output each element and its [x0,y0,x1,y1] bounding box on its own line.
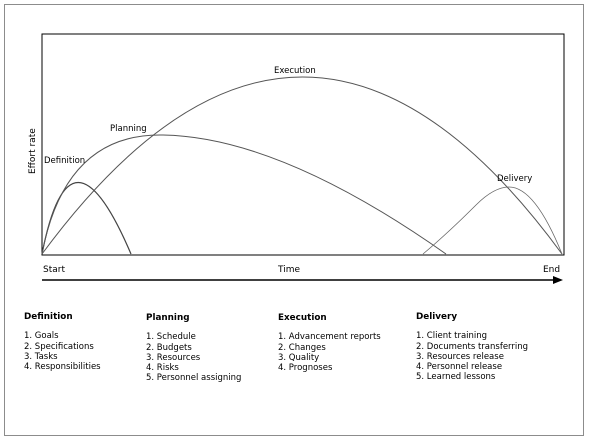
phase-item: 4. Risks [146,363,179,374]
phase-item: 3. Resources release [416,351,504,362]
phase-item: 4. Prognoses [278,363,333,374]
phase-title: Execution [278,313,327,323]
planning-curve-label: Planning [110,124,147,134]
phase-title: Delivery [416,312,458,322]
phase-item: 4. Personnel release [416,362,503,373]
phase-item: 1. Goals [24,331,59,342]
x-axis-start-label: Start [43,265,65,275]
execution-curve-label: Execution [274,66,316,76]
phase-item: 5. Learned lessons [416,372,496,383]
phase-item: 1. Client training [416,331,488,342]
phase-title: Definition [24,312,73,322]
phase-item: 2. Documents transferring [416,341,529,352]
phase-item: 4. Responsibilities [24,362,101,373]
phase-item: 1. Advancement reports [278,332,381,343]
time-arrow-head [553,276,563,284]
figure-frame [4,4,584,436]
phase-item: 3. Quality [278,352,320,363]
phase-item: 5. Personnel assigning [146,373,242,384]
execution-curve [41,76,563,255]
phase-item: 3. Resources [146,352,201,363]
phase-item: 1. Schedule [146,332,196,343]
effort-diagram: Definition Planning Execution Delivery E… [28,33,565,284]
y-axis-label: Effort rate [28,128,38,174]
plot-area [41,33,565,256]
delivery-curve [422,186,563,255]
planning-curve [41,134,447,255]
delivery-curve-label: Delivery [497,174,532,184]
x-axis-label: Time [277,265,300,275]
phase-item: 2. Changes [278,342,326,353]
x-axis-end-label: End [543,265,560,275]
phase-item: 2. Specifications [24,341,94,352]
phase-item: 2. Budgets [146,342,192,353]
definition-curve-label: Definition [44,156,85,166]
phase-item: 3. Tasks [24,351,58,362]
phase-title: Planning [146,313,190,323]
definition-curve [41,181,132,255]
